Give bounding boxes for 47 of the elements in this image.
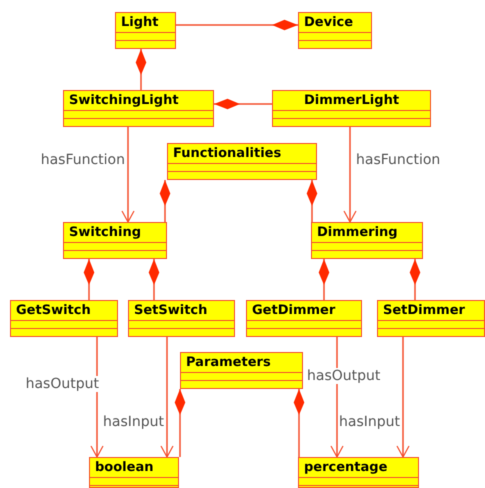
class-name: Light [116,13,175,33]
class-name: Device [299,13,371,33]
association-arrow [343,127,357,223]
class-name: GetSwitch [11,301,117,321]
edge-label: hasInput [338,414,401,430]
composition-connector [214,98,272,110]
class-name: SetDimmer [378,301,484,321]
composition-connector [306,180,318,222]
association-arrow [396,337,410,458]
class-box [180,352,303,389]
composition-connector [176,20,298,30]
class-box [298,12,372,49]
edge-label: hasOutput [24,376,100,392]
composition-connector [136,49,146,90]
class-box [246,300,362,337]
class-box [63,222,167,259]
composition-connector [410,259,420,300]
class-name: percentage [299,458,418,478]
class-name: GetDimmer [247,301,361,321]
composition-connector [84,259,94,300]
class-name: Parameters [181,353,302,373]
class-box [89,457,179,488]
class-name: Dimmering [312,223,422,243]
class-name: boolean [90,458,178,478]
class-box [377,300,485,337]
composition-connector [148,259,160,300]
class-box [311,222,423,259]
class-box [10,300,118,337]
class-box [63,90,214,127]
class-name: Switching [64,223,166,243]
class-name: SwitchingLight [64,91,213,111]
composition-connector [160,180,170,222]
composition-connector [174,389,186,457]
composition-connector [318,259,330,300]
edge-label: hasOutput [306,368,382,384]
class-name: SetSwitch [129,301,234,321]
edge-label: hasInput [102,414,165,430]
association-arrow [160,337,174,458]
class-box [298,457,419,488]
class-name: Functionalities [168,144,316,164]
composition-connector [294,389,304,457]
class-box [272,90,431,127]
class-name: DimmerLight [273,91,430,111]
class-box [167,143,317,180]
association-arrow [121,127,135,223]
class-box [128,300,235,337]
class-box [115,12,176,49]
